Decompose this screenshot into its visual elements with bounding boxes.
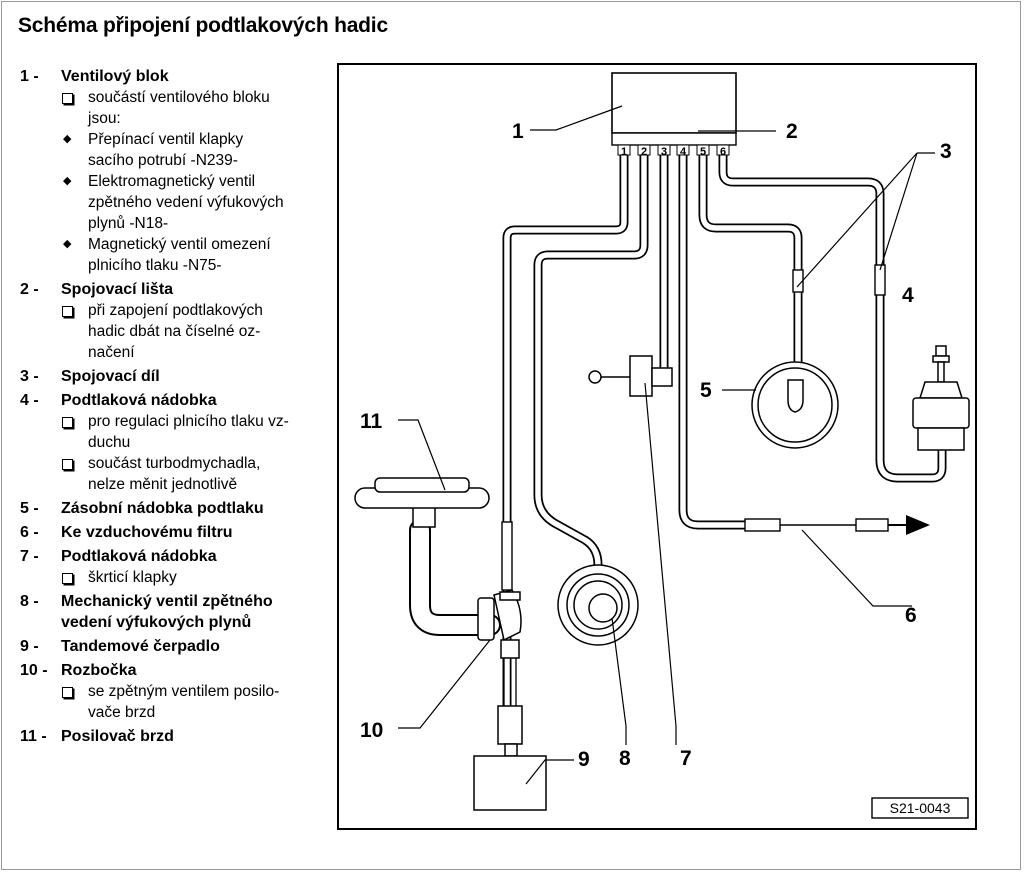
legend-note-text: škrticí klapky (88, 569, 177, 586)
legend-number: 11 - (20, 728, 47, 745)
legend-title: Podtlaková nádobka (61, 548, 217, 565)
legend-note-text: součástí ventilového bloku jsou: (88, 89, 270, 127)
callout-leaders (398, 105, 935, 785)
legend-number: 9 - (20, 638, 39, 655)
legend-note-text: Elektromagnetický ventil zpětného vedení… (88, 173, 284, 232)
vacuum-reservoir (751, 361, 839, 449)
callout-4: 4 (902, 284, 914, 307)
port-label-3: 3 (661, 146, 667, 158)
checkbox-icon (61, 681, 81, 704)
legend-title: Rozbočka (61, 662, 137, 679)
legend-item: 6 - Ke vzduchovému filtru (0, 522, 330, 543)
connector-strip (611, 132, 737, 146)
legend-item: 7 - Podtlaková nádobka škrticí klapky (0, 546, 330, 588)
callout-1: 1 (512, 120, 524, 143)
legend-item: 11 - Posilovač brzd (0, 726, 330, 747)
port-label-4: 4 (680, 146, 687, 158)
legend-title: Ke vzduchovému filtru (61, 524, 233, 541)
legend-title: Posilovač brzd (61, 728, 174, 745)
legend-number: 10 - (20, 662, 48, 679)
legend-number: 5 - (20, 500, 39, 517)
legend-title: Zásobní nádobka podtlaku (61, 500, 264, 517)
valve-block (611, 72, 737, 134)
legend-item: 2 - Spojovací lišta při zapojení podtlakov… (0, 279, 330, 363)
diamond-bullet-icon: ◆ (63, 175, 72, 187)
legend-item: 8 - Mechanický ventil zpětného vedení výf… (0, 591, 330, 633)
checkbox-icon (61, 567, 81, 590)
legend-title: Spojovací díl (61, 368, 160, 385)
figure-reference-box (871, 797, 969, 819)
legend-number: 2 - (20, 281, 39, 298)
legend-number: 7 - (20, 548, 39, 565)
callout-7: 7 (680, 747, 692, 770)
diamond-bullet-icon: ◆ (63, 238, 72, 250)
legend-note-text: Magnetický ventil omezení plnicího tlaku… (88, 236, 271, 274)
legend-number: 3 - (20, 368, 39, 385)
callout-11: 11 (360, 410, 383, 433)
legend-box-note: pro regulaci plnicího tlaku vz- duchu (61, 411, 330, 453)
callout-5: 5 (700, 379, 712, 402)
callout-2: 2 (786, 120, 798, 143)
legend-bullet-note: ◆ Magnetický ventil omezení plnicího tlak… (61, 234, 330, 276)
checkbox-icon (61, 300, 81, 323)
legend-item: 10 - Rozbočka se zpětným ventilem posilo- … (0, 660, 330, 723)
diamond-bullet-icon: ◆ (63, 133, 72, 145)
legend-item: 3 - Spojovací díl (0, 366, 330, 387)
callout-6: 6 (905, 604, 917, 627)
legend-number: 4 - (20, 392, 39, 409)
legend-note-text: pro regulaci plnicího tlaku vz- duchu (88, 413, 289, 451)
legend-number: 8 - (20, 593, 39, 610)
branch-piece-check-valve (477, 589, 523, 745)
legend-title: Spojovací lišta (61, 281, 174, 298)
legend-title: Tandemové čerpadlo (61, 638, 220, 655)
egr-mechanical-valve (557, 564, 639, 646)
connector-ports (617, 144, 730, 156)
legend-number: 1 - (20, 68, 39, 85)
legend-title: Podtlaková nádobka (61, 392, 217, 409)
callout-3: 3 (940, 140, 952, 163)
legend-item: 1 - Ventilový blok součástí ventilového bl… (0, 66, 330, 276)
legend-note-text: Přepínací ventil klapky sacího potrubí -… (88, 131, 244, 169)
vacuum-hoses (409, 145, 947, 725)
callout-8: 8 (619, 747, 631, 770)
legend-title: Ventilový blok (61, 68, 169, 85)
legend-note-text: součást turbodmychadla, nelze měnit jedn… (88, 455, 261, 493)
legend-note-text: se zpětným ventilem posilo- vače brzd (88, 683, 280, 721)
page-title: Schéma připojení podtlakových hadic (18, 14, 388, 37)
boost-pressure-actuator (912, 345, 970, 451)
port-label-1: 1 (621, 146, 627, 158)
hose-connectors (501, 264, 889, 591)
callout-9: 9 (578, 748, 590, 771)
legend-box-note: součást turbodmychadla, nelze měnit jedn… (61, 453, 330, 495)
tandem-pump (473, 743, 547, 811)
legend-item: 4 - Podtlaková nádobka pro regulaci plnicí… (0, 390, 330, 495)
legend-bullet-note: ◆ Elektromagnetický ventil zpětného veden… (61, 171, 330, 234)
callout-10: 10 (360, 719, 383, 742)
legend-box-note: při zapojení podtlakových hadic dbát na … (61, 300, 330, 363)
legend-box-note: se zpětným ventilem posilo- vače brzd (61, 681, 330, 723)
port-label-2: 2 (641, 146, 647, 158)
legend-note-text: při zapojení podtlakových hadic dbát na … (88, 302, 263, 361)
legend-item: 9 - Tandemové čerpadlo (0, 636, 330, 657)
diagram-frame (337, 63, 977, 830)
legend: 1 - Ventilový blok součástí ventilového bl… (0, 66, 330, 750)
throttle-vacuum-actuator (588, 355, 673, 397)
legend-item: 5 - Zásobní nádobka podtlaku (0, 498, 330, 519)
port-label-5: 5 (700, 146, 706, 158)
port-label-6: 6 (720, 146, 726, 158)
checkbox-icon (61, 411, 81, 434)
legend-bullet-note: ◆ Přepínací ventil klapky sacího potrubí … (61, 129, 330, 171)
figure-reference: S21-0043 (890, 800, 951, 816)
legend-box-note: škrticí klapky (61, 567, 330, 588)
legend-title: Mechanický ventil zpětného vedení výfuko… (61, 593, 273, 631)
brake-booster (354, 477, 490, 528)
legend-number: 6 - (20, 524, 39, 541)
checkbox-icon (61, 87, 81, 110)
legend-box-note: součástí ventilového bloku jsou: (61, 87, 330, 129)
checkbox-icon (61, 453, 81, 476)
